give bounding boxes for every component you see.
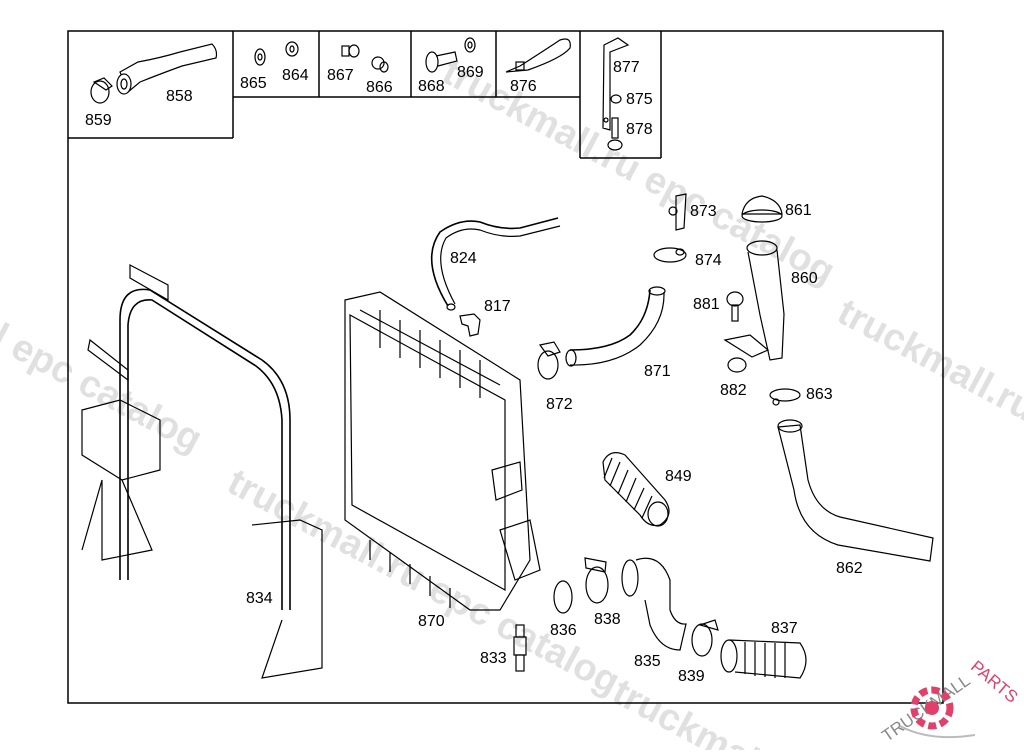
label-833: 833	[480, 650, 507, 667]
truckmallparts-logo: TRUCKMALL PARTS	[878, 657, 1021, 746]
label-862: 862	[836, 560, 863, 577]
part-870-radiator	[344, 291, 541, 611]
watermark-5: truckmall.ru	[606, 671, 818, 750]
part-874-clamp	[653, 247, 687, 263]
label-865: 865	[240, 75, 267, 92]
label-869: 869	[457, 64, 484, 81]
part-836-ring	[553, 580, 573, 614]
label-834: 834	[246, 590, 273, 607]
inset-boxes	[68, 31, 662, 159]
label-872: 872	[546, 396, 573, 413]
label-864: 864	[282, 67, 309, 84]
part-882-grommet	[727, 357, 747, 373]
part-817-fitting	[459, 313, 481, 337]
part-868-bolt	[425, 51, 458, 73]
label-867: 867	[327, 67, 354, 84]
label-875: 875	[626, 91, 653, 108]
part-862-hose	[777, 419, 934, 562]
label-836: 836	[550, 622, 577, 639]
label-837: 837	[771, 620, 798, 637]
label-870: 870	[418, 613, 445, 630]
part-858-hose	[116, 43, 218, 95]
part-875-washer	[610, 94, 622, 104]
label-871: 871	[644, 363, 671, 380]
part-878-bolt	[607, 117, 623, 151]
label-838: 838	[594, 611, 621, 628]
label-861: 861	[785, 202, 812, 219]
logo-gear-icon	[910, 686, 954, 730]
part-871-hose	[565, 286, 666, 367]
part-839-clamp	[691, 619, 719, 657]
label-860: 860	[791, 270, 818, 287]
label-858: 858	[166, 88, 193, 105]
part-859-clamp	[90, 77, 113, 104]
part-881-bolt	[726, 291, 744, 322]
part-835-hose	[621, 557, 687, 651]
watermark-3: l epc catalog	[0, 316, 209, 461]
part-861-cap	[741, 195, 783, 223]
label-835: 835	[634, 653, 661, 670]
label-882: 882	[720, 382, 747, 399]
part-860-filler-neck	[723, 240, 785, 361]
label-881: 881	[693, 296, 720, 313]
logo-text-right: PARTS	[967, 657, 1021, 707]
part-863-clamp	[769, 388, 801, 406]
radiator-tank-ribs	[369, 310, 481, 608]
label-878: 878	[626, 121, 653, 138]
part-838-clamp	[584, 557, 609, 604]
part-837-hose	[720, 639, 807, 679]
label-824: 824	[450, 250, 477, 267]
part-824-hose	[430, 217, 561, 311]
part-869-washer	[464, 37, 476, 53]
label-876: 876	[510, 78, 537, 95]
label-868: 868	[418, 78, 445, 95]
label-877: 877	[613, 59, 640, 76]
label-866: 866	[366, 79, 393, 96]
part-864-washer	[285, 41, 299, 57]
part-834-frame	[81, 264, 323, 679]
part-876-cable-tie	[505, 38, 571, 73]
part-866-spacer	[371, 56, 389, 73]
label-859: 859	[85, 112, 112, 129]
diagram-frame	[67, 30, 944, 704]
part-877-bracket	[602, 37, 630, 131]
label-839: 839	[678, 668, 705, 685]
label-849: 849	[665, 468, 692, 485]
part-867-clip	[341, 44, 360, 58]
watermarks: truckmall.ru epc catalog truckmall.ru ep…	[0, 51, 1024, 755]
part-873-fitting	[668, 193, 687, 231]
label-817: 817	[484, 298, 511, 315]
part-865-washer	[254, 48, 266, 66]
label-874: 874	[695, 252, 722, 269]
watermark-4: truckmall.ru	[831, 291, 1024, 430]
part-849-hose	[602, 452, 670, 527]
label-863: 863	[806, 386, 833, 403]
label-873: 873	[690, 203, 717, 220]
part-833-valve	[513, 624, 527, 672]
part-872-clamp	[537, 341, 561, 380]
